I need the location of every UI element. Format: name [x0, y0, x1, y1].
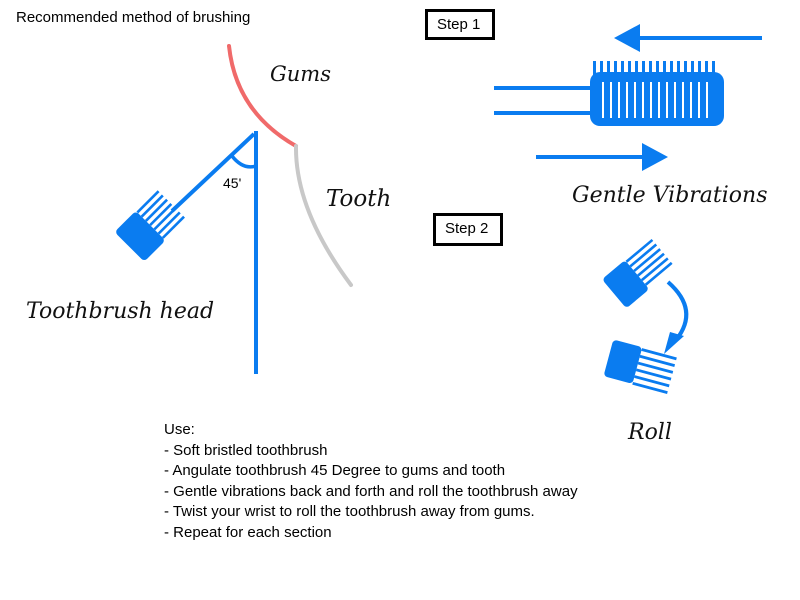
- usage-item: - Twist your wrist to roll the toothbrus…: [164, 503, 535, 520]
- usage-heading: Use:: [164, 421, 195, 438]
- usage-item: - Repeat for each section: [164, 523, 332, 541]
- tooth-label: Tooth: [326, 186, 392, 212]
- tooth-line: [293, 144, 353, 287]
- toothbrush-head-label: Toothbrush head: [26, 299, 215, 324]
- step2-label: Step 2: [445, 220, 489, 237]
- arrow-left-icon: [614, 24, 762, 52]
- step1-label: Step 1: [437, 16, 481, 33]
- gums-line: [227, 44, 298, 148]
- step2-toothbrush-head-end: [604, 340, 677, 394]
- angle-label: 45': [223, 175, 242, 191]
- roll-label: Roll: [628, 420, 672, 445]
- curved-arrow-icon: [664, 280, 689, 354]
- usage-notes: Use: - Soft bristled toothbrush - Angula…: [164, 420, 578, 543]
- usage-item: - Angulate toothbrush 45 Degree to gums …: [164, 462, 506, 479]
- step2-box: Step 2: [433, 213, 503, 246]
- angled-toothbrush-head: [116, 190, 185, 261]
- step1-toothbrush-head: [590, 61, 724, 126]
- angle-arc: [230, 154, 257, 169]
- usage-item: - Gentle vibrations back and forth and r…: [164, 482, 578, 500]
- brush-handle-line: [170, 132, 256, 213]
- usage-item: - Soft bristled toothbrush: [164, 441, 328, 459]
- page-title: Recommended method of brushing: [16, 9, 251, 26]
- gentle-vibrations-label: Gentle Vibrations: [572, 183, 768, 208]
- step2-toothbrush-head-start: [603, 238, 673, 307]
- arrow-right-icon: [536, 143, 668, 171]
- step1-box: Step 1: [425, 9, 495, 40]
- gums-label: Gums: [270, 62, 331, 86]
